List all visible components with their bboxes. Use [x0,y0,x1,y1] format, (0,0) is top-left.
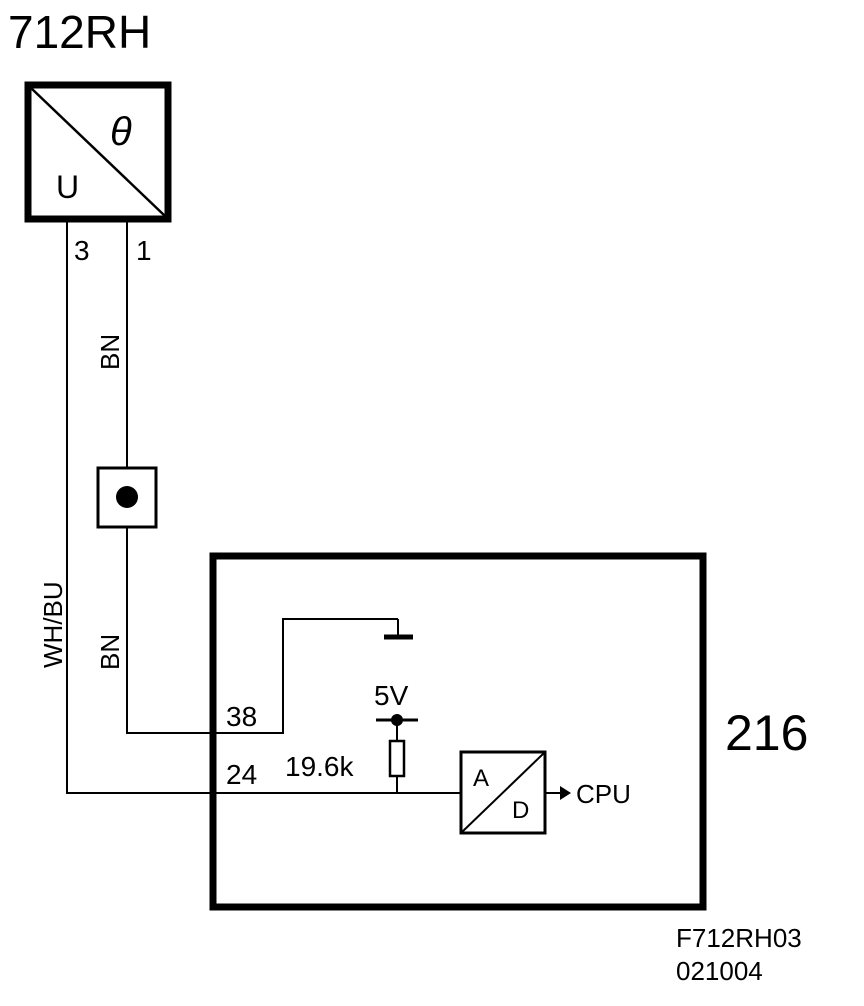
date-code: 021004 [676,956,763,986]
wire-label-wh-bu: WH/BU [38,581,68,668]
supply-voltage-label: 5V [374,680,409,711]
splice-dot [116,486,138,508]
resistor-value-label: 19.6k [285,751,354,782]
sensor-pin-1: 1 [136,235,152,266]
component-id-label: 712RH [8,6,151,58]
ad-converter-output-label: D [512,797,529,824]
wire-wh-bu [66,222,460,794]
wire-bn [126,222,398,734]
sensor-pin-3: 3 [74,235,90,266]
temperature-sensor: θ U [24,81,172,223]
control-module-box [209,552,707,911]
wire-label-bn-lower: BN [95,634,125,670]
pull-up-resistor [388,739,406,778]
theta-symbol: θ [110,110,132,154]
ad-converter: A D [459,750,547,835]
module-pin-24: 24 [226,759,257,790]
drawing-code: F712RH03 [676,923,802,953]
wire-label-bn-upper: BN [95,334,125,370]
ad-converter-diagonal [461,752,545,833]
voltage-symbol: U [56,169,79,205]
sensor-box [24,81,172,223]
module-id-label: 216 [725,705,808,761]
ad-converter-input-label: A [473,765,489,792]
sensor-diagonal [30,87,166,217]
cpu-arrow-head [560,786,571,800]
module-pin-38: 38 [226,701,257,732]
splice-connector [96,466,158,529]
cpu-label: CPU [576,779,631,809]
